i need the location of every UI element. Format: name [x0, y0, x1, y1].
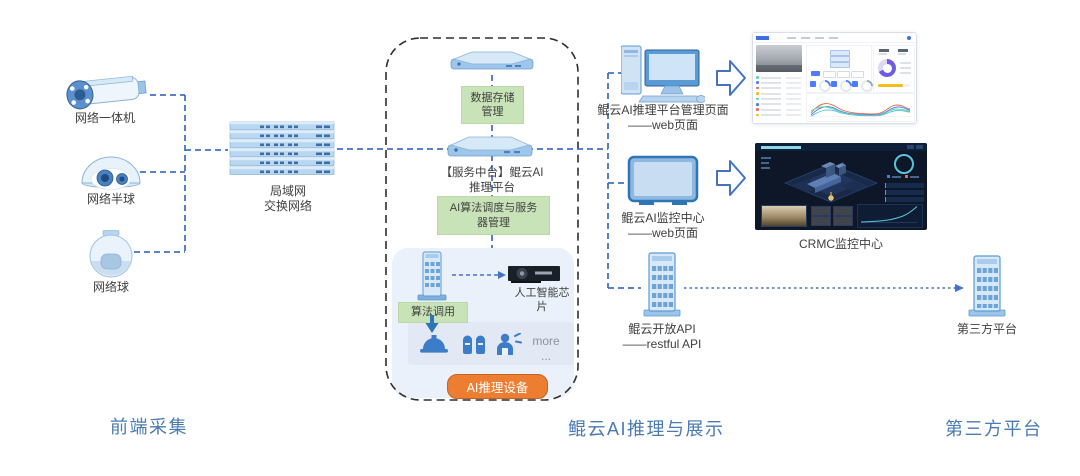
monitor-page-label: 鲲云AI监控中心 ——web页面 — [621, 211, 705, 241]
thirdparty-server-label: 第三方平台 — [956, 322, 1018, 336]
blue-dashed-connectors — [134, 72, 641, 289]
tower-server-icon — [417, 251, 447, 301]
more-label: more ... — [532, 334, 560, 364]
crmc-camera-thumbnail — [761, 205, 807, 227]
algo-call-label: 算法调用 — [411, 306, 455, 319]
desktop-computer-icon — [621, 45, 705, 103]
platform-dashed-boundary — [385, 37, 579, 401]
section-frontend-label: 前端采集 — [110, 417, 188, 437]
down-arrow-icon — [425, 315, 439, 333]
ai-device-badge: AI推理设备 — [447, 374, 548, 399]
ai-chip-icon — [508, 266, 560, 283]
storage-mgmt-box: 数据存储 管理 — [461, 86, 524, 124]
section-thirdparty-label: 第三方平台 — [945, 419, 1043, 439]
rack-server-icon — [447, 136, 533, 157]
device-status-panel — [806, 45, 876, 95]
crmc-titlebar — [755, 143, 927, 151]
stats-donut-panel — [873, 45, 915, 93]
crmc-dashboard-screenshot — [755, 143, 927, 230]
dome-camera-label: 网络半球 — [86, 192, 136, 206]
crmc-label: CRMC监控中心 — [799, 237, 883, 251]
block-arrow-icon — [716, 60, 746, 96]
switch-stack-icon — [229, 121, 335, 175]
tower-server-icon — [643, 252, 681, 317]
camera-photo-thumbnail — [756, 45, 802, 72]
storage-mgmt-label: 数据存储 管理 — [470, 91, 515, 118]
trend-line-chart — [806, 93, 915, 122]
block-arrow-icon — [716, 160, 746, 196]
ball-camera-label: 网络球 — [92, 280, 130, 294]
ai-scheduler-box: AI算法调度与服务 器管理 — [437, 196, 550, 235]
open-api-label: 鲲云开放API ——restful API — [622, 322, 702, 352]
mgmt-page-label: 鲲云AI推理平台管理页面 ——web页面 — [597, 103, 729, 133]
event-list — [756, 76, 802, 119]
crmc-trend-chart — [857, 204, 923, 228]
ai-chip-label: 人工智能芯 片 — [514, 287, 570, 314]
algo-call-box: 算法调用 — [398, 302, 468, 323]
isometric-factory-model — [784, 162, 878, 203]
dashboard-header — [753, 33, 916, 43]
person-icon — [497, 333, 522, 355]
lan-switch-label: 局域网 交换网络 — [263, 184, 313, 214]
section-platform-label: 鲲云AI推理与展示 — [568, 419, 725, 439]
dome-camera-icon — [81, 156, 141, 190]
mgmt-dashboard-screenshot — [752, 32, 917, 124]
ai-device-badge-label: AI推理设备 — [466, 381, 529, 395]
bullet-camera-label: 网络一体机 — [74, 111, 136, 125]
tower-server-icon — [968, 255, 1006, 317]
rack-server-icon — [450, 51, 534, 70]
ball-camera-icon — [89, 230, 133, 278]
bullet-camera-icon — [66, 75, 147, 110]
ai-scheduler-label: AI算法调度与服务 器管理 — [449, 202, 538, 229]
gloves-icon — [463, 335, 485, 354]
inference-platform-label: 【服务中台】鲲云AI 推理平台 — [440, 167, 544, 194]
crmc-gauge-ring — [894, 154, 914, 174]
monitor-icon — [627, 155, 699, 205]
helmet-icon — [420, 335, 448, 353]
